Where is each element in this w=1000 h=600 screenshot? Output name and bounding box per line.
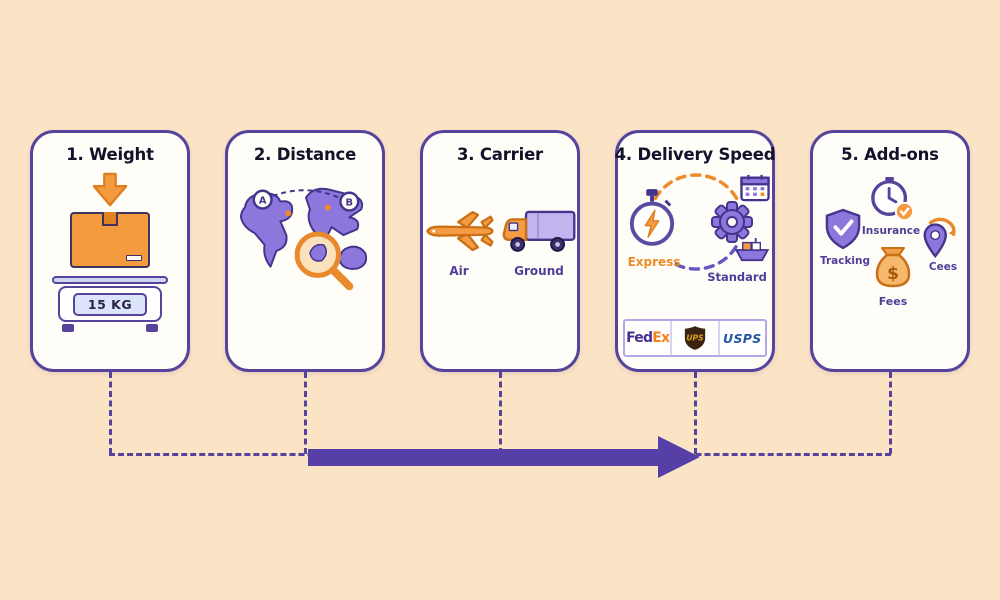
addons-graphic: Insurance Tracking $ Fees Cees: [813, 164, 967, 369]
air-label: Air: [449, 264, 469, 278]
flow-arrow: [308, 436, 702, 479]
ground-label: Ground: [514, 264, 564, 278]
usps-logo: USPS: [717, 321, 765, 355]
insurance-clock-icon: [871, 176, 915, 222]
standard-label: Standard: [707, 270, 767, 284]
weighing-scale-icon: 15 KG: [52, 276, 168, 332]
tracking-label: Tracking: [819, 255, 871, 267]
fees-label: Fees: [878, 295, 908, 308]
dollar-sign: $: [887, 264, 899, 284]
ground-option: Ground: [500, 206, 578, 278]
carrier-options: Air Ground: [422, 206, 578, 278]
map-marker-b: B: [346, 198, 354, 209]
step-card-distance: 2. Distance A B: [225, 130, 385, 372]
ups-logo-text: UPS: [686, 334, 704, 343]
dashed-cycle-arcs-icon: [653, 173, 741, 271]
fedex-logo-part2: Ex: [652, 330, 670, 346]
cees-label: Cees: [928, 261, 958, 273]
scale-feet: [62, 324, 158, 332]
ups-logo: UPS: [670, 321, 717, 355]
air-option: Air: [422, 209, 496, 278]
connector-vertical-4: [694, 372, 697, 454]
package-tape: [102, 212, 118, 226]
step-card-addons: 5. Add-ons Insurance Tracking $ Fees: [810, 130, 970, 372]
airplane-icon: [426, 211, 494, 252]
usps-logo-text: USPS: [723, 330, 762, 346]
location-pin-icon: [923, 217, 956, 259]
step-title-weight: 1. Weight: [66, 145, 154, 164]
step-title-addons: 5. Add-ons: [841, 145, 939, 164]
step-card-weight: 1. Weight 15 KG: [30, 130, 190, 372]
connector-vertical-1: [109, 372, 112, 454]
insurance-label: Insurance: [861, 225, 921, 237]
fedex-logo-part1: Fed: [626, 330, 653, 346]
ups-shield-icon: UPS: [684, 326, 706, 350]
scale-platform: [52, 276, 168, 284]
express-label: Express: [627, 255, 681, 269]
stopwatch-icon: [629, 189, 675, 246]
scale-reading: 15 KG: [73, 292, 147, 316]
flow-arrow-head: [658, 436, 700, 478]
connector-vertical-5: [889, 372, 892, 454]
ship-icon: [734, 238, 770, 262]
truck-icon: [502, 210, 576, 252]
tracking-shield-icon: [825, 208, 861, 250]
step-title-carrier: 3. Carrier: [457, 145, 543, 164]
calendar-icon: [740, 174, 770, 202]
down-arrow-icon: [92, 172, 128, 207]
connector-vertical-2: [304, 372, 307, 454]
gear-icon: [711, 201, 753, 243]
step-title-delivery-speed: 4. Delivery Speed: [614, 145, 776, 164]
step-card-delivery-speed: 4. Delivery Speed: [614, 130, 776, 372]
fees-moneybag-icon: $: [875, 247, 911, 288]
step-card-carrier: 3. Carrier Air: [420, 130, 580, 372]
map-marker-a: A: [259, 196, 267, 207]
connector-vertical-3: [499, 372, 502, 454]
step-title-distance: 2. Distance: [253, 145, 357, 164]
scale-body: 15 KG: [58, 286, 162, 322]
world-map-icon: A B: [239, 187, 368, 291]
flow-arrow-body: [308, 449, 660, 466]
delivery-speed-graphic: Express Standard: [618, 164, 772, 300]
package-box-icon: [70, 212, 150, 268]
package-label: [126, 255, 142, 261]
